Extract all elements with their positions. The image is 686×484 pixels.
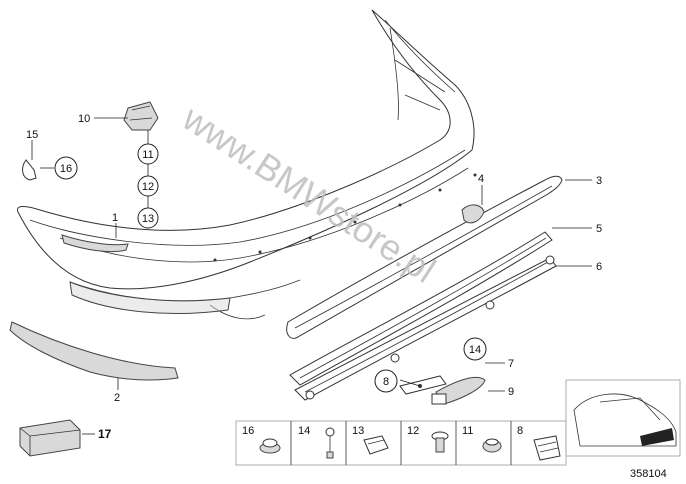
callout-2: 2: [114, 392, 120, 404]
callout-16: 16: [60, 163, 72, 175]
callout-17: 17: [98, 427, 112, 441]
fastener-8[interactable]: [533, 435, 561, 461]
rail-5[interactable]: [289, 231, 553, 386]
callout-15: 15: [26, 129, 38, 141]
callout-11: 11: [142, 149, 153, 161]
kit-box-17[interactable]: [19, 419, 81, 457]
leader-lines: [31, 117, 592, 435]
callout-8: 8: [383, 376, 389, 388]
callout-9: 9: [508, 386, 514, 398]
strip-label-0: 16: [242, 425, 254, 437]
tow-hook-cover[interactable]: [461, 204, 485, 224]
strip-label-1: 14: [298, 425, 310, 437]
strip-label-5: 8: [517, 425, 523, 437]
strip-label-2: 13: [352, 425, 364, 437]
callout-6: 6: [596, 261, 602, 273]
callout-14: 14: [469, 344, 481, 356]
callout-4: 4: [478, 173, 484, 185]
bracket-10[interactable]: [123, 101, 159, 131]
fastener-16[interactable]: [259, 438, 281, 454]
fastener-12[interactable]: [431, 431, 449, 453]
fastener-14[interactable]: [325, 427, 335, 459]
bumper-cover[interactable]: [16, 9, 477, 320]
diagram-id: 358104: [630, 468, 667, 480]
callout-10: 10: [78, 113, 90, 125]
callout-1: 1: [112, 212, 118, 224]
strip-label-3: 12: [407, 425, 419, 437]
callout-7: 7: [508, 358, 514, 370]
callout-13: 13: [142, 213, 154, 225]
fastener-13[interactable]: [363, 435, 389, 455]
callout-5: 5: [596, 223, 602, 235]
clip-15[interactable]: [22, 159, 37, 181]
guide-9[interactable]: [431, 376, 486, 405]
moulding-strip-3[interactable]: [286, 175, 563, 339]
callout-12: 12: [142, 181, 154, 193]
fastener-11[interactable]: [482, 438, 502, 453]
car-thumbnail: [565, 379, 681, 457]
callout-3: 3: [596, 175, 602, 187]
lower-trim-strip[interactable]: [9, 321, 179, 381]
strip-label-4: 11: [462, 425, 473, 437]
fastener-strip: 16 14 13 12 11 8: [235, 420, 567, 466]
